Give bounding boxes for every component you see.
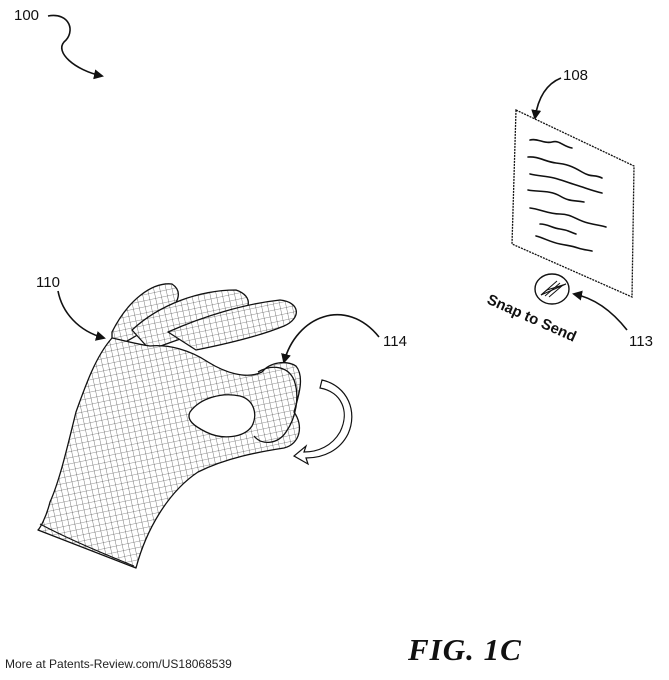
paper-plane-icon [540,280,567,298]
ref-113-arrow [572,290,628,331]
ref-100-arrow [47,14,104,80]
hand-wireframe [37,283,302,569]
paper-document [511,108,635,298]
ref-113-label: 113 [629,333,653,350]
ref-114-label: 114 [383,333,407,350]
ref-108-label: 108 [563,67,588,84]
footer-source-text: More at Patents-Review.com/US18068539 [5,657,232,671]
ref-108-arrow [531,77,562,120]
ref-110-arrow [57,290,106,341]
figure-label: FIG. 1C [408,632,522,667]
ref-114-arrow [281,313,380,364]
snap-to-send-button[interactable] [534,273,570,305]
curved-rotation-arrow [292,379,353,466]
ref-100-label: 100 [14,7,39,24]
ref-110-label: 110 [36,274,60,291]
